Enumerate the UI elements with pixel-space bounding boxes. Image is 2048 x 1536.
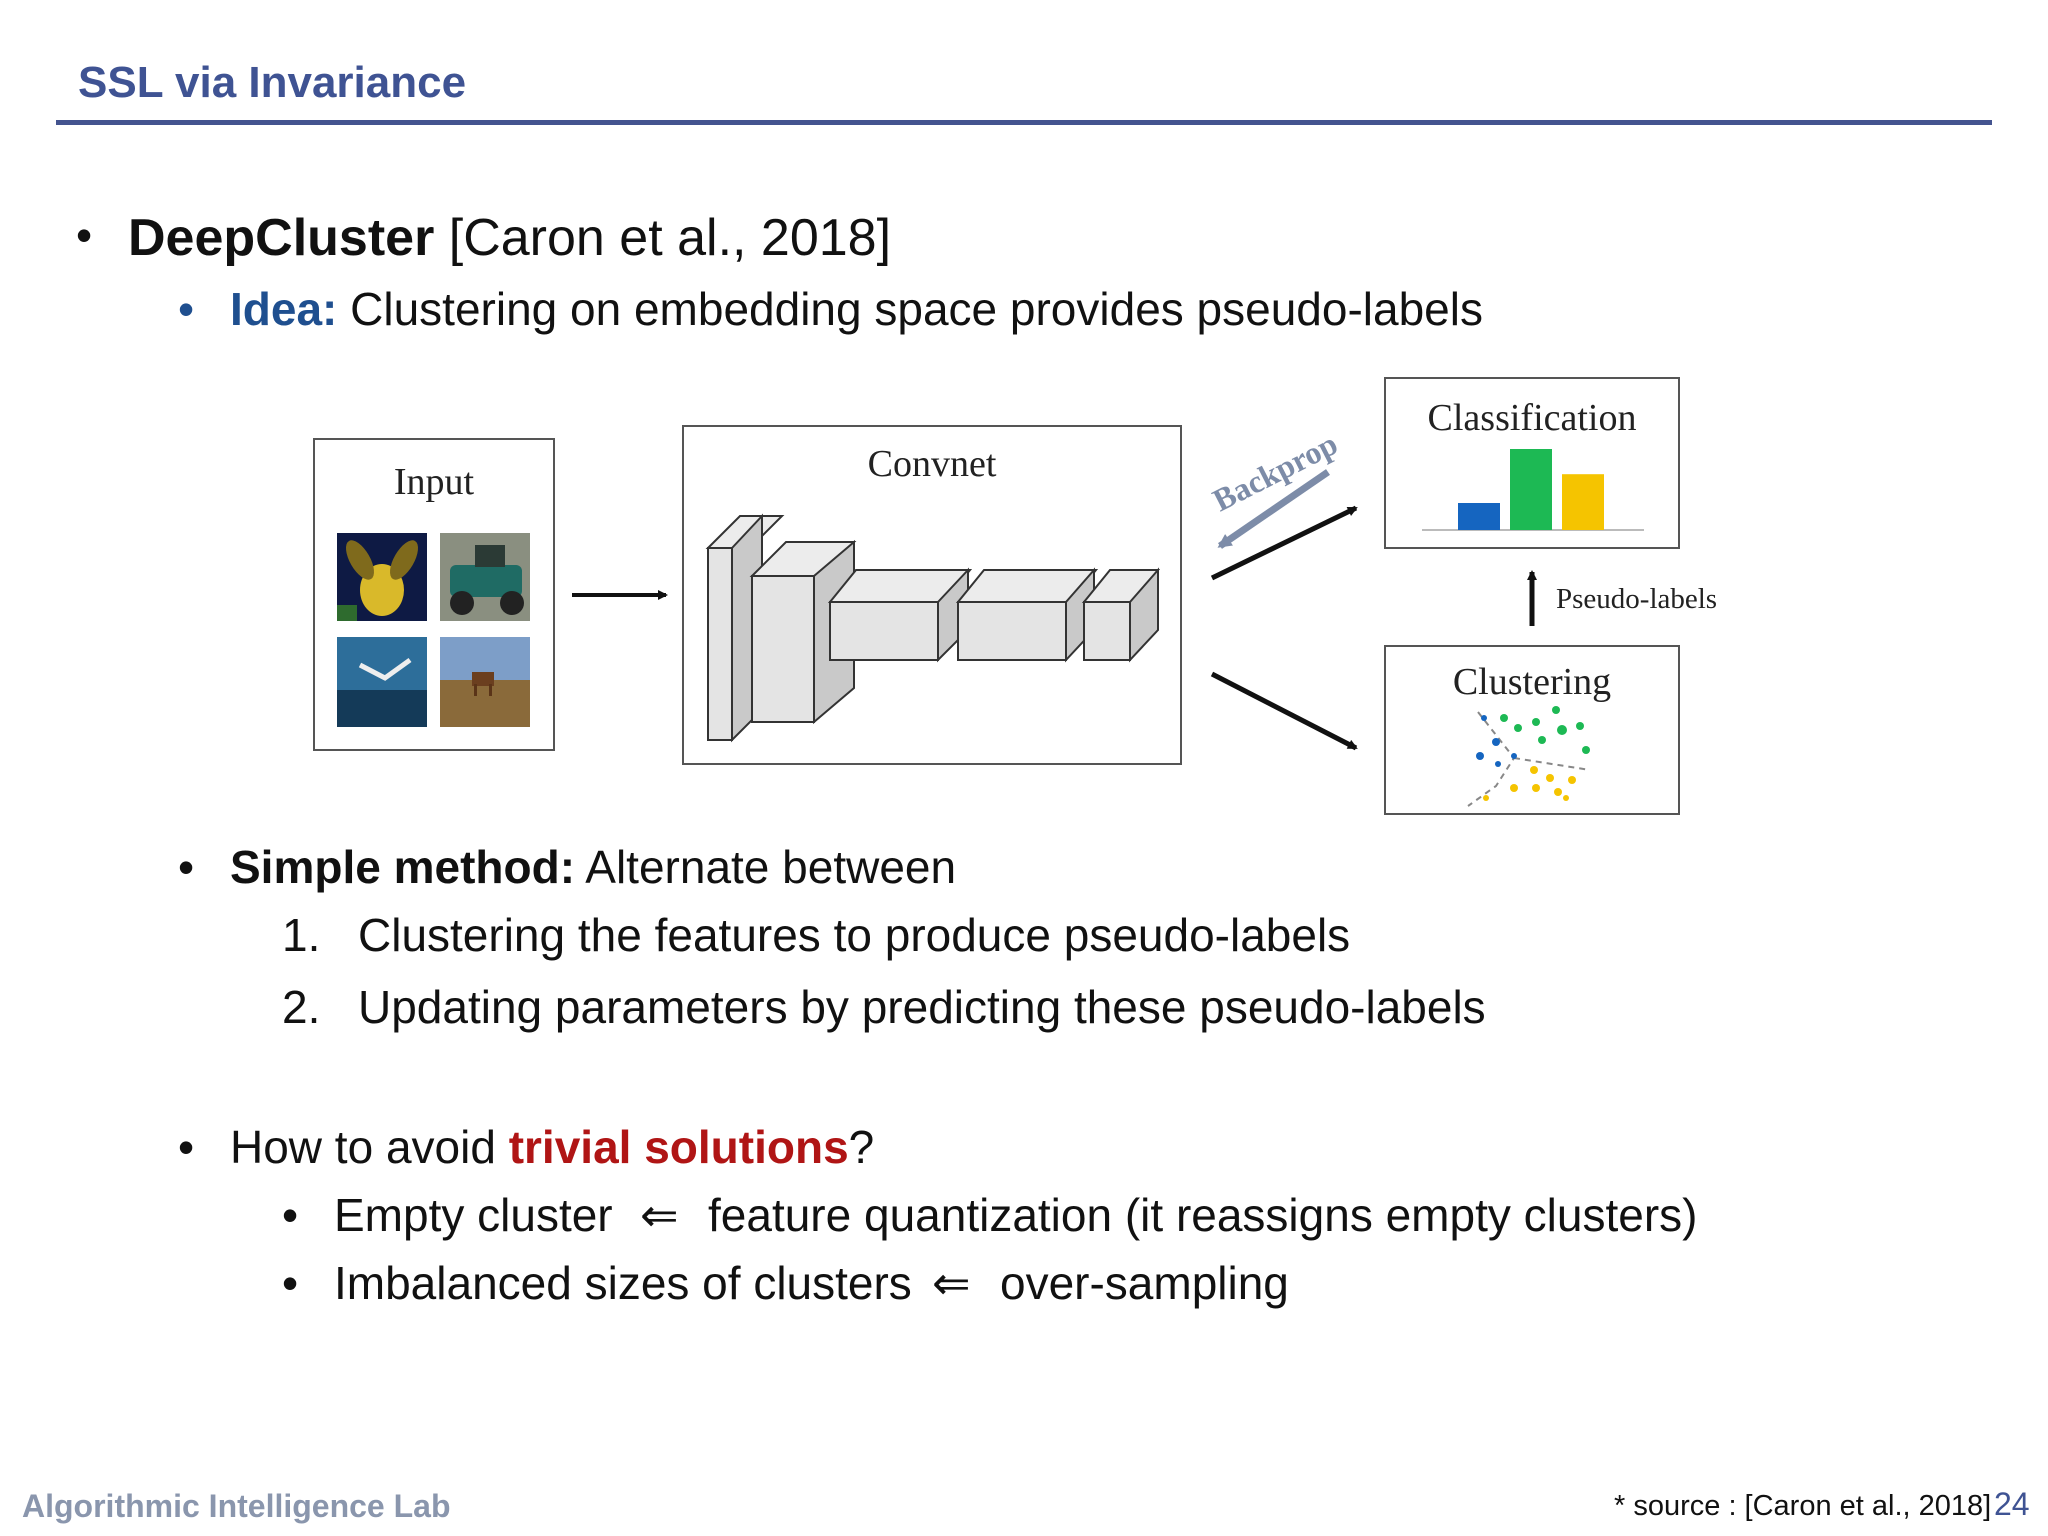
convnet-layers <box>705 513 1161 743</box>
input-image-deer <box>440 637 530 727</box>
pseudo-labels-label: Pseudo-labels <box>1556 583 1717 615</box>
convnet-label: Convnet <box>868 443 997 485</box>
sub-bullet-empty-cluster: Empty cluster <box>334 1189 613 1241</box>
convnet-to-classification-arrow <box>1210 505 1358 581</box>
bullet-dot: • <box>178 1121 195 1173</box>
input-image-flower <box>337 533 427 621</box>
bullet-simple-method: Simple method: Alternate between <box>230 844 956 890</box>
step-number: 2. <box>282 981 321 1033</box>
trivial-solutions-highlight: trivial solutions <box>508 1121 849 1173</box>
convnet-to-clustering-arrow <box>1210 671 1358 751</box>
input-image-car <box>440 533 530 621</box>
sub-bullet-imbalanced-fix: over-sampling <box>1000 1257 1289 1309</box>
deepcluster-name: DeepCluster <box>128 209 435 267</box>
idea-text: Clustering on embedding space provides p… <box>337 283 1483 335</box>
title-divider <box>56 120 1992 125</box>
cluster-scatter <box>1467 706 1591 807</box>
classification-bar <box>1562 474 1604 530</box>
bullet-dot: • <box>76 209 93 261</box>
implied-by-arrow: ⇐ <box>932 1257 971 1309</box>
input-image-bird <box>337 637 427 727</box>
deepcluster-diagram: Input Convnet <box>313 377 1717 815</box>
page-number: 24 <box>1994 1486 2030 1522</box>
bullet-dot: • <box>178 841 195 893</box>
footer-lab-name: Algorithmic Intelligence Lab <box>22 1488 451 1524</box>
bullet-dot: • <box>178 283 195 335</box>
bullet-dot: • <box>282 1189 299 1241</box>
classification-bar <box>1510 449 1552 530</box>
step-text: Updating parameters by predicting these … <box>358 981 1486 1033</box>
classification-bars <box>1458 449 1604 530</box>
bullet-trivial-solutions: How to avoid trivial solutions? <box>230 1124 874 1170</box>
bullet-deepcluster: DeepCluster [Caron et al., 2018] <box>128 212 891 264</box>
bullet-dot: • <box>282 1257 299 1309</box>
idea-label: Idea: <box>230 283 338 335</box>
slide-title: SSL via Invariance <box>78 58 467 107</box>
avoid-post: ? <box>848 1121 875 1173</box>
footer-source: * source : [Caron et al., 2018] <box>1614 1490 1992 1522</box>
input-label: Input <box>394 461 475 503</box>
classification-label: Classification <box>1428 397 1637 439</box>
classification-bar <box>1458 503 1500 530</box>
clustering-box <box>1384 645 1680 815</box>
simple-method-label: Simple method: <box>230 841 576 893</box>
step-number: 1. <box>282 909 321 961</box>
deepcluster-citation: [Caron et al., 2018] <box>434 209 892 267</box>
sub-bullet-empty-cluster-fix: feature quantization (it reassigns empty… <box>708 1189 1698 1241</box>
clustering-label: Clustering <box>1453 661 1611 703</box>
simple-method-text: Alternate between <box>575 841 957 893</box>
implied-by-arrow: ⇐ <box>640 1189 679 1241</box>
bullet-idea: Idea: Clustering on embedding space prov… <box>230 286 1483 332</box>
sub-bullet-imbalanced: Imbalanced sizes of clusters <box>334 1257 912 1309</box>
step-text: Clustering the features to produce pseud… <box>358 909 1351 961</box>
backprop-arrow <box>1217 469 1330 549</box>
avoid-pre: How to avoid <box>230 1121 509 1173</box>
